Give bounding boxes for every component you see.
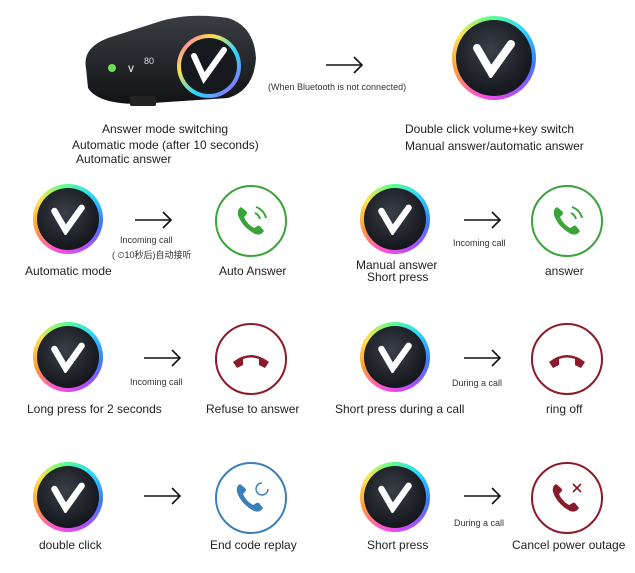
manual-answer-label: Manual answer — [356, 258, 438, 272]
answer-mode-switching-text: Answer mode switching — [102, 122, 229, 136]
end-code-replay-label: End code replay — [210, 538, 297, 552]
ring-off-phone — [531, 323, 603, 395]
phone-redial-icon — [236, 482, 269, 512]
short-press-during-call-label: Short press during a call — [335, 402, 465, 416]
arrow-icon — [464, 349, 502, 367]
arrow-icon — [144, 487, 182, 505]
auto-answer-label: Auto Answer — [219, 264, 287, 278]
button-double-click — [33, 462, 103, 532]
button-automatic-mode — [33, 184, 103, 254]
button-manual-answer — [360, 184, 430, 254]
button-short-press — [360, 462, 430, 532]
long-press-label: Long press for 2 seconds — [27, 402, 162, 416]
automatic-answer-text: Automatic answer — [76, 152, 172, 166]
phone-hangup-icon — [549, 355, 585, 368]
auto-answer-phone — [215, 185, 287, 257]
during-a-call-label: During a call — [454, 518, 505, 528]
double-click-switch-text: Double click volume+key switch — [405, 122, 575, 136]
redial-phone — [215, 462, 287, 534]
button-long-press — [33, 322, 103, 392]
during-a-call-label: During a call — [452, 378, 503, 388]
manual-auto-answer-text: Manual answer/automatic answer — [405, 139, 584, 153]
arrow-icon — [464, 487, 502, 505]
arrow-icon — [144, 349, 182, 367]
phone-answer-icon — [553, 206, 583, 235]
refuse-to-answer-label: Refuse to answer — [206, 402, 300, 416]
automatic-mode-label: Automatic mode — [25, 264, 112, 278]
answer-label: answer — [545, 264, 584, 278]
short-press-label: Short press — [367, 538, 429, 552]
cancel-power-outage-label: Cancel power outage — [512, 538, 626, 552]
double-click-label: double click — [39, 538, 102, 552]
phone-hangup-icon — [233, 355, 269, 368]
device-model-text: 80 — [144, 56, 155, 66]
bluetooth-note-text: (When Bluetooth is not connected) — [268, 82, 407, 92]
after-10s-auto-answer-label: ( ⏲10秒后)自动接听 — [112, 250, 192, 260]
arrow-icon — [135, 211, 173, 229]
phone-cancel-icon — [552, 483, 582, 512]
incoming-call-label: Incoming call — [120, 235, 173, 245]
arrow-icon — [464, 211, 502, 229]
intercom-device: V 80 — [78, 8, 268, 112]
phone-answer-icon — [237, 206, 267, 235]
button-short-press-call — [360, 322, 430, 392]
refuse-phone — [215, 323, 287, 395]
ring-off-label: ring off — [546, 402, 583, 416]
answer-phone — [531, 185, 603, 257]
short-press-label: Short press — [367, 270, 429, 284]
multifunction-button — [452, 16, 536, 100]
incoming-call-label: Incoming call — [130, 377, 183, 387]
svg-text:V: V — [128, 64, 134, 74]
incoming-call-label: Incoming call — [453, 238, 506, 248]
cancel-power-phone — [531, 462, 603, 534]
automatic-mode-after-text: Automatic mode (after 10 seconds) — [72, 138, 259, 152]
top-arrow-icon — [326, 56, 364, 74]
